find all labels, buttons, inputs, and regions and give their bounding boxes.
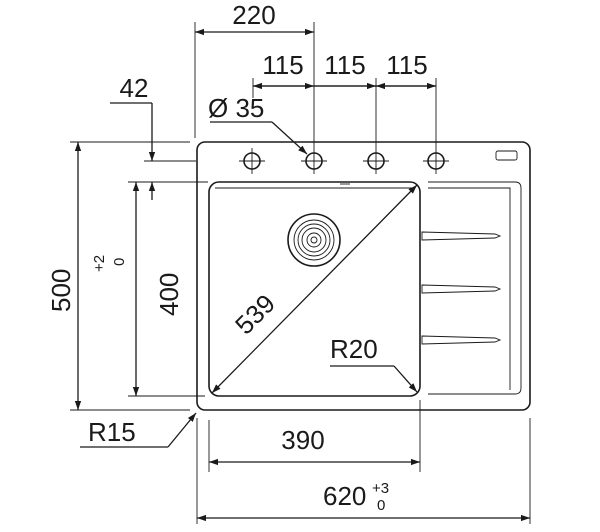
dimension-539: 539 (211, 184, 418, 394)
drainer-outline (428, 181, 522, 395)
drain-icon (287, 213, 341, 267)
dimension-620: 620 +3 0 (197, 480, 530, 522)
sink-body (196, 141, 531, 411)
dimension-115-row: 115 115 115 (253, 50, 436, 90)
dimension-42: 42 (110, 73, 156, 200)
dim-620-label: 620 (323, 481, 366, 511)
drainer-rib-3 (421, 335, 502, 345)
sink-outer-outline (196, 141, 531, 411)
dim-620-tol-lower: 0 (377, 497, 385, 514)
dim-r20-label: R20 (330, 334, 378, 364)
dim-539-label: 539 (229, 288, 281, 340)
dim-115-label-1: 115 (262, 50, 303, 80)
tap-hole-2 (301, 148, 327, 174)
dim-620-tol-upper: +3 (372, 480, 389, 497)
drainer-edge-line (428, 187, 511, 390)
dimension-500: 500 +2 0 (46, 142, 128, 410)
dim-115-label-3: 115 (386, 50, 427, 80)
dim-115-label-2: 115 (324, 50, 365, 80)
dim-42-label: 42 (120, 73, 149, 103)
dim-500-tol-lower: 0 (111, 258, 128, 266)
dimension-400: 400 (132, 182, 184, 396)
dim-390-label: 390 (281, 425, 324, 455)
drainer-rib-1 (421, 231, 502, 241)
dimension-r15: R15 (80, 412, 197, 448)
bowl-outline (208, 181, 421, 397)
extension-lines (70, 22, 531, 524)
dim-r15-label: R15 (88, 417, 136, 447)
tap-hole-1 (239, 148, 265, 174)
dimension-r20: R20 (330, 334, 418, 393)
overflow-slot (495, 150, 518, 161)
dimension-390: 390 (209, 425, 420, 466)
tap-hole-3 (363, 148, 389, 174)
dimension-220: 220 (195, 0, 314, 36)
dim-diameter-label: Ø 35 (208, 93, 264, 123)
tap-hole-4 (423, 148, 449, 174)
drainer-rib-2 (421, 284, 502, 294)
dimension-diameter-35: Ø 35 (208, 93, 308, 155)
dim-500-tol-upper: +2 (91, 255, 108, 272)
dim-500-label: 500 (46, 269, 76, 312)
dim-400-label: 400 (154, 273, 184, 316)
dim-220-label: 220 (232, 0, 275, 30)
